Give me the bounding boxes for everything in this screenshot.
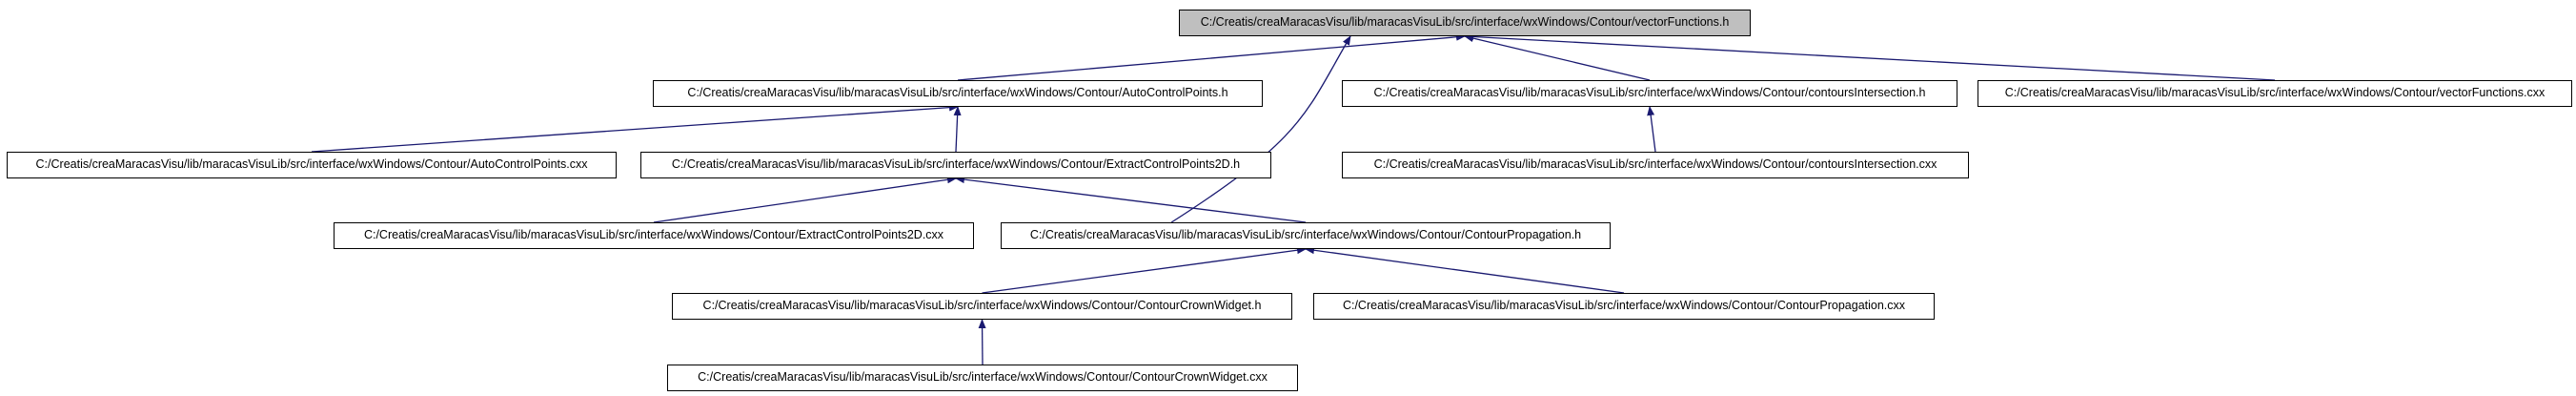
edge-extractcontrolpoints2d-h-to-autocontrolpoints-h	[953, 106, 962, 153]
edge-contourpropagation-h-to-vectorfunctions-h	[1170, 35, 1351, 223]
node-contoursintersection-cxx[interactable]: C:/Creatis/creaMaracasVisu/lib/maracasVi…	[1342, 152, 1969, 178]
edge-autocontrolpoints-cxx-to-autocontrolpoints-h	[311, 103, 959, 153]
edge-contoursintersection-h-to-vectorfunctions-h	[1464, 34, 1651, 81]
edge-autocontrolpoints-h-to-vectorfunctions-h	[957, 32, 1466, 81]
edge-contourcrownwidget-h-to-contourpropagation-h	[982, 246, 1307, 294]
edge-contourpropagation-cxx-to-contourpropagation-h	[1305, 246, 1625, 294]
edge-contourpropagation-h-to-extractcontrolpoints2d-h	[955, 176, 1307, 223]
node-autocontrolpoints-h[interactable]: C:/Creatis/creaMaracasVisu/lib/maracasVi…	[653, 80, 1263, 107]
node-contourcrownwidget-h[interactable]: C:/Creatis/creaMaracasVisu/lib/maracasVi…	[672, 293, 1292, 320]
node-vectorfunctions-cxx[interactable]: C:/Creatis/creaMaracasVisu/lib/maracasVi…	[1978, 80, 2572, 107]
node-autocontrolpoints-cxx[interactable]: C:/Creatis/creaMaracasVisu/lib/maracasVi…	[7, 152, 617, 178]
edge-vectorfunctions-cxx-to-vectorfunctions-h	[1464, 32, 2276, 81]
node-vectorfunctions-h: C:/Creatis/creaMaracasVisu/lib/maracasVi…	[1179, 10, 1751, 36]
node-contourcrownwidget-cxx[interactable]: C:/Creatis/creaMaracasVisu/lib/maracasVi…	[667, 365, 1298, 391]
edge-contourcrownwidget-cxx-to-contourcrownwidget-h	[978, 319, 986, 365]
node-contourpropagation-cxx[interactable]: C:/Creatis/creaMaracasVisu/lib/maracasVi…	[1313, 293, 1935, 320]
node-extractcontrolpoints2d-h[interactable]: C:/Creatis/creaMaracasVisu/lib/maracasVi…	[640, 152, 1271, 178]
node-contoursintersection-h[interactable]: C:/Creatis/creaMaracasVisu/lib/maracasVi…	[1342, 80, 1957, 107]
edge-contoursintersection-cxx-to-contoursintersection-h	[1647, 106, 1656, 153]
node-contourpropagation-h[interactable]: C:/Creatis/creaMaracasVisu/lib/maracasVi…	[1001, 222, 1611, 249]
node-extractcontrolpoints2d-cxx[interactable]: C:/Creatis/creaMaracasVisu/lib/maracasVi…	[334, 222, 974, 249]
edge-extractcontrolpoints2d-cxx-to-extractcontrolpoints2d-h	[653, 176, 957, 223]
